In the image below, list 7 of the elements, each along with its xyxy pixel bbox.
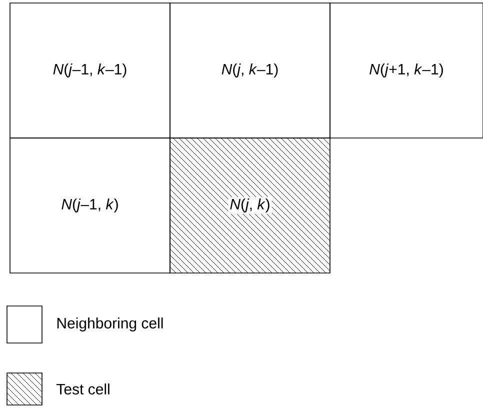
legend-label: Neighboring cell (57, 318, 163, 332)
legend-label: Test cell (56, 383, 110, 394)
grid-cell: N(j+1, k–1) (330, 2, 483, 138)
grid-cell: N(j–1, k–1) (10, 2, 170, 138)
grid-cell: N(j, k–1) (170, 2, 330, 138)
grid-cell: N(j–1, k) (10, 138, 170, 274)
test-cell: N(j, k) (170, 138, 330, 274)
